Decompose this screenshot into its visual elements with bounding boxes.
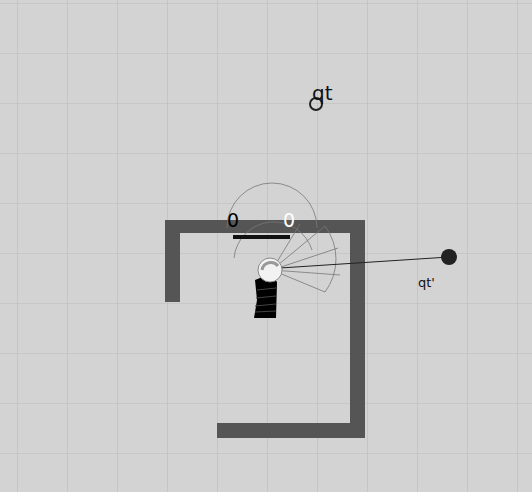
robot-sensor — [262, 262, 278, 270]
wall — [165, 220, 365, 233]
wall — [165, 220, 180, 302]
robot-treads — [255, 288, 276, 312]
goal-label: qt — [312, 83, 333, 103]
marker-number: 0 — [283, 211, 295, 230]
target-point — [441, 249, 457, 265]
target-label: qt' — [418, 276, 435, 289]
sensor-arc — [227, 183, 317, 228]
sensor-arc — [325, 226, 336, 292]
wall — [217, 423, 365, 438]
walls — [165, 220, 365, 438]
robot — [254, 258, 282, 318]
sensor-arc — [234, 222, 312, 258]
marker-bar — [233, 235, 290, 239]
robot-head — [258, 258, 282, 282]
marker-number: 0 — [227, 211, 239, 230]
target-line — [280, 257, 449, 268]
sensor-arcs — [227, 183, 340, 292]
wall — [350, 220, 365, 438]
